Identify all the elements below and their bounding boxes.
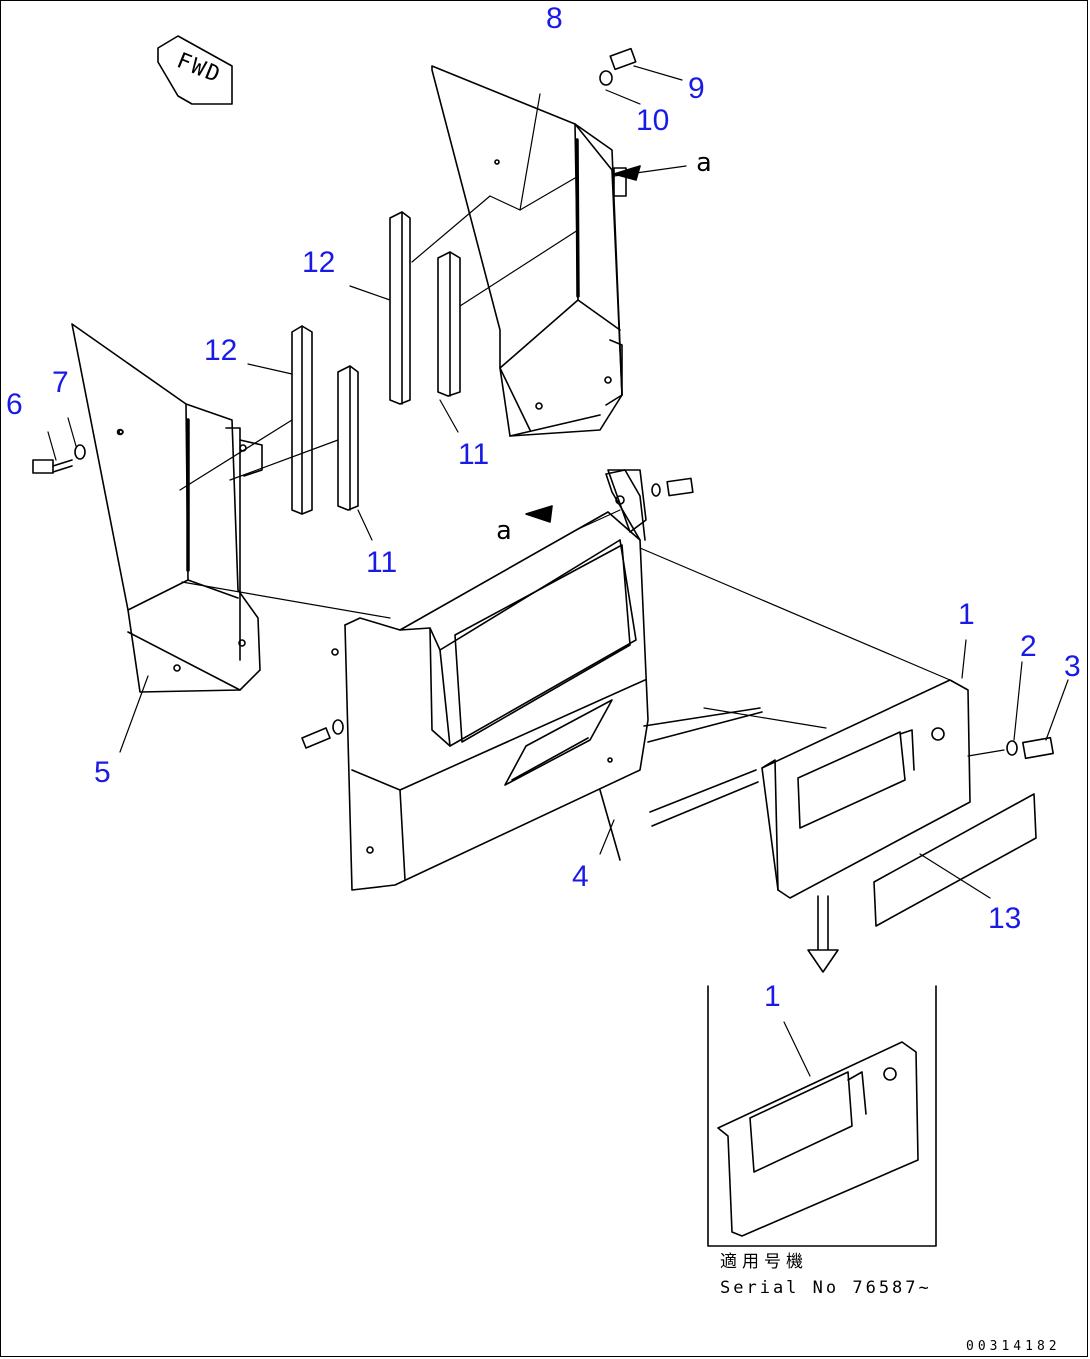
washer-2	[1006, 740, 1018, 756]
callout-11-upper: 11	[458, 438, 490, 471]
bolt-9	[609, 47, 637, 71]
document-id: 00314182	[966, 1339, 1061, 1354]
leader-lines	[47, 65, 1069, 1077]
callout-3: 3	[1064, 650, 1081, 683]
bolt-3	[1022, 736, 1054, 760]
side-cover-upper	[431, 65, 627, 437]
callout-2: 2	[1020, 630, 1037, 663]
bolt-center-top	[651, 477, 694, 497]
callout-9: 9	[688, 72, 705, 105]
bolt-center-left	[301, 719, 344, 749]
label-plate-13	[873, 793, 1037, 927]
callout-1-top: 1	[958, 598, 975, 631]
callout-8: 8	[546, 2, 563, 35]
strip-upper-11	[437, 251, 461, 397]
inset-box	[707, 985, 937, 1247]
down-arrow-icon	[807, 895, 839, 973]
callout-5: 5	[94, 756, 111, 789]
side-cover-lower	[71, 323, 263, 693]
applicable-serial-label: 適用号機	[720, 1252, 808, 1272]
washer-7	[74, 444, 86, 460]
callout-12-upper: 12	[302, 246, 336, 279]
callout-11-lower: 11	[366, 546, 398, 579]
bolt-6	[32, 459, 73, 474]
callout-4: 4	[572, 860, 589, 893]
serial-number: Serial No 76587~	[720, 1278, 932, 1298]
callout-6: 6	[6, 388, 23, 421]
callout-1-inset: 1	[764, 980, 781, 1013]
callout-13: 13	[988, 902, 1022, 935]
strip-lower-12	[291, 325, 313, 515]
strip-upper-12	[389, 211, 411, 405]
washer-10	[599, 70, 613, 86]
fwd-arrow-icon	[157, 35, 233, 105]
callout-7: 7	[52, 366, 69, 399]
callout-12-lower: 12	[204, 334, 238, 367]
view-letter-a-upper: a	[696, 148, 712, 178]
callout-10: 10	[636, 104, 670, 137]
center-panel	[331, 469, 649, 891]
strip-lower-11	[337, 365, 359, 511]
view-arrow-icon	[525, 165, 641, 523]
view-letter-a-lower: a	[496, 516, 512, 546]
gasket-4	[599, 707, 763, 861]
